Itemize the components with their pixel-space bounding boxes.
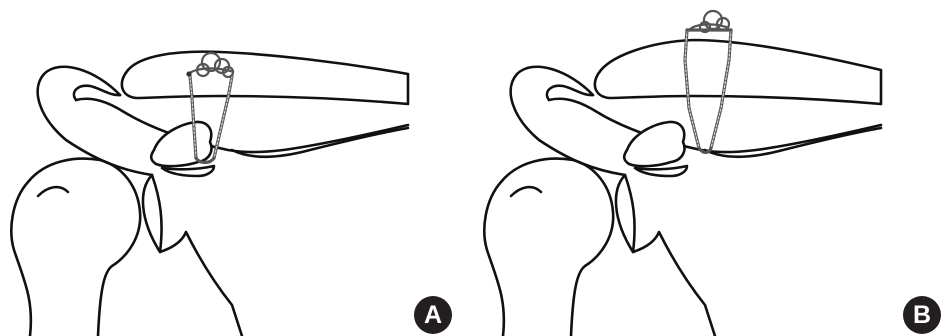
scapular-spine bbox=[76, 99, 408, 152]
coracoid-base bbox=[635, 166, 687, 176]
glenoid-neck bbox=[143, 175, 160, 252]
glenoid-neck bbox=[616, 175, 633, 252]
clavicle bbox=[595, 40, 881, 104]
panel-label-a: A bbox=[414, 296, 452, 334]
clavicle bbox=[122, 52, 408, 104]
panel-a: A bbox=[0, 0, 472, 336]
shoulder-anatomy-drawing-a bbox=[0, 0, 472, 336]
humeral-neck bbox=[511, 187, 541, 196]
humeral-head bbox=[11, 159, 140, 336]
shoulder-anatomy-drawing-b bbox=[473, 0, 945, 336]
panel-label-b: B bbox=[903, 296, 941, 334]
coracoid-base bbox=[162, 166, 214, 176]
humeral-head bbox=[484, 159, 613, 336]
panel-b: B bbox=[473, 0, 945, 336]
scapula-outline bbox=[152, 175, 242, 336]
humeral-neck bbox=[38, 187, 68, 196]
scapula-outline bbox=[625, 175, 715, 336]
